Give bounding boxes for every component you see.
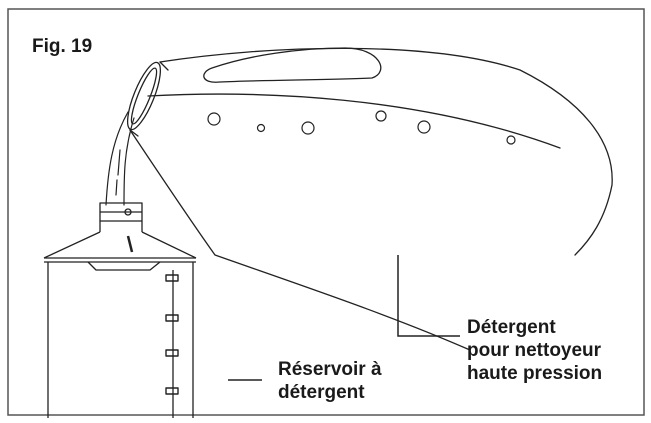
figure-title: Fig. 19 (32, 36, 93, 57)
tank-shoulder-right (141, 231, 197, 259)
tank-shoulder-left (43, 231, 101, 259)
pouring-stream (105, 111, 135, 206)
detergent-label-line-3: haute pression (467, 363, 603, 384)
detergent-leader (397, 255, 460, 337)
canister-handle-slot (203, 47, 382, 83)
detergent-canister (126, 47, 613, 351)
canister-body (129, 47, 613, 351)
detergent-bubbles (207, 110, 516, 145)
detergent-label: Détergent pour nettoyeur haute pression (467, 316, 602, 385)
canister-spout-neck (129, 61, 169, 137)
figure-frame (7, 8, 645, 416)
detergent-label-line-1: Détergent (467, 317, 556, 338)
tank-level-marks (165, 274, 179, 395)
leader-lines (228, 255, 460, 381)
tank-label-line-1: Réservoir à (278, 359, 382, 380)
tank-label-line-2: détergent (278, 382, 365, 403)
canister-top-edge (147, 93, 561, 149)
detergent-label-line-2: pour nettoyeur (467, 340, 602, 361)
detergent-tank (43, 202, 197, 418)
tank-label: Réservoir à détergent (278, 358, 382, 404)
